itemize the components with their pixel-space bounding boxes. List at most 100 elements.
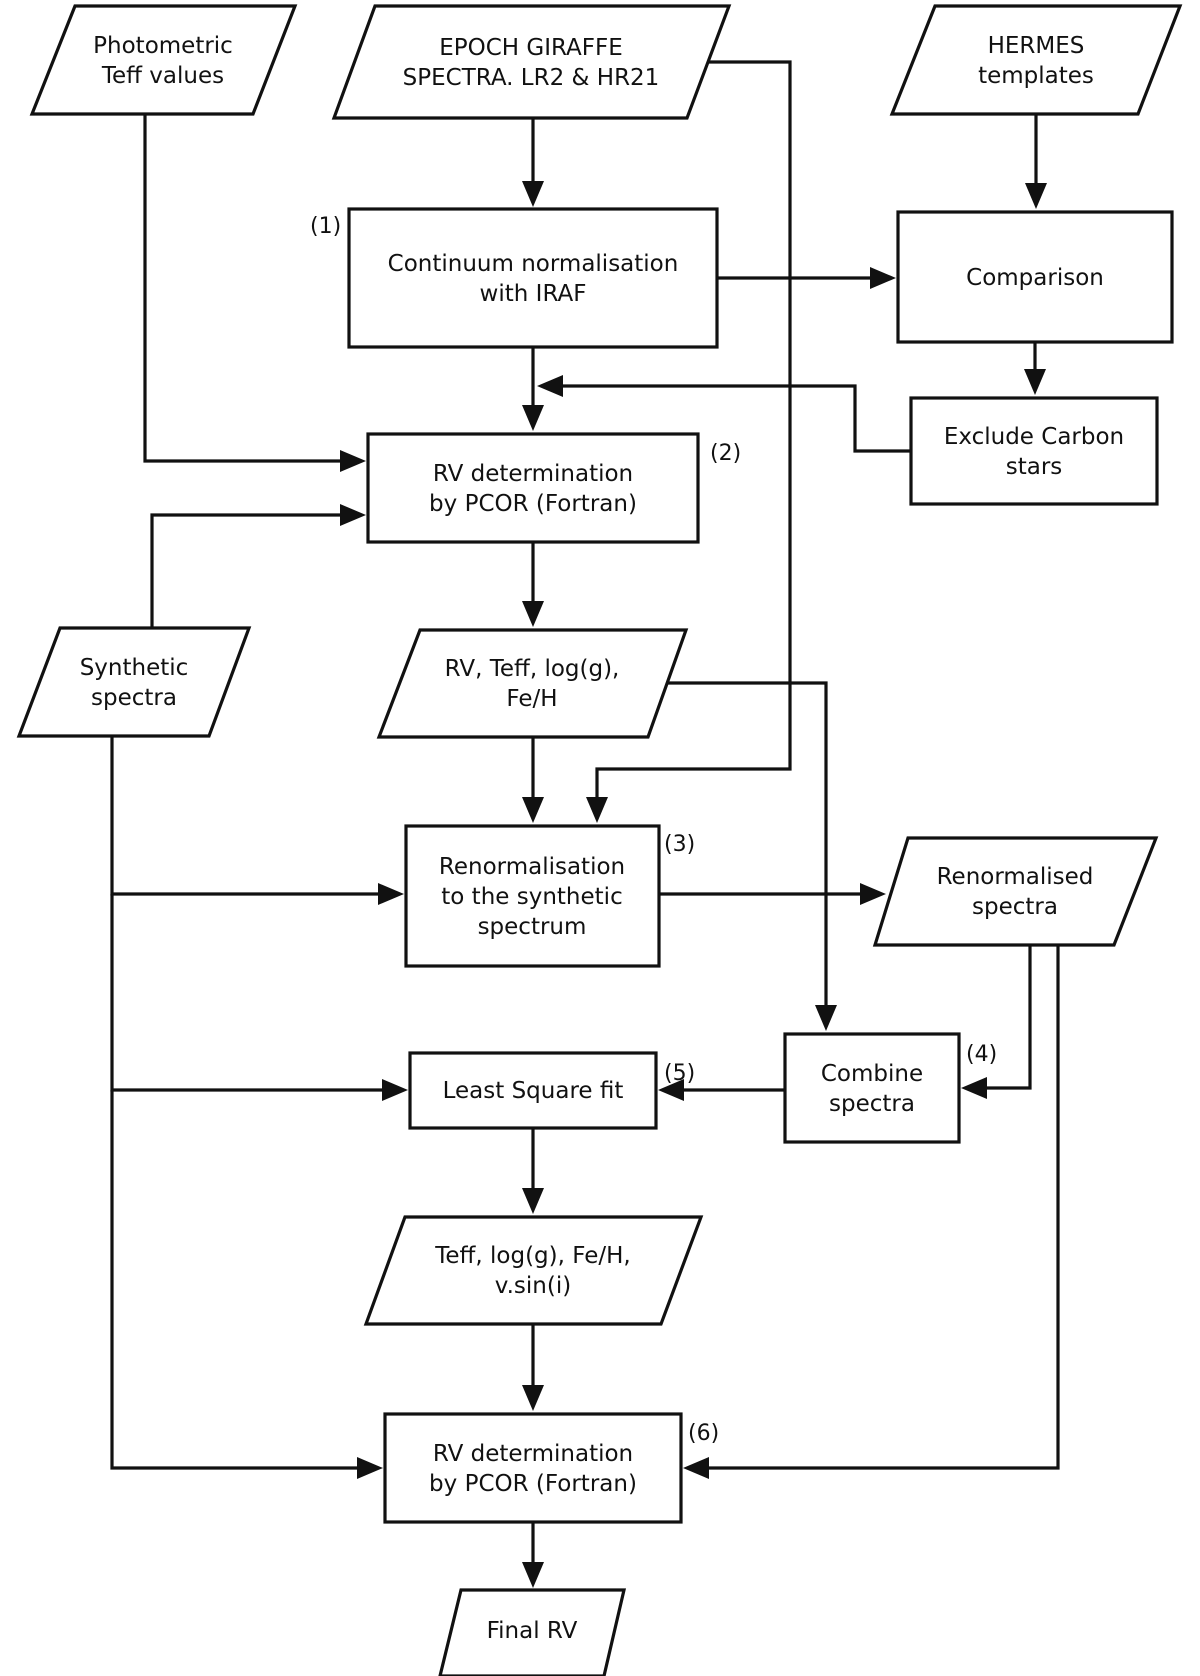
edge-line xyxy=(595,60,792,803)
edge-comparison-to-exclude xyxy=(1024,342,1046,395)
edge-params1-to-renorm xyxy=(522,737,544,823)
step-number: (2) xyxy=(710,441,741,466)
node-label-line: EPOCH GIRAFFE xyxy=(439,35,623,61)
node-label-line: Teff, log(g), Fe/H, xyxy=(434,1243,630,1269)
process-box xyxy=(783,1032,961,1144)
edge-line xyxy=(703,945,1060,1470)
io-parallelogram xyxy=(376,628,689,739)
edge-params2-to-rv2 xyxy=(522,1324,544,1411)
edge-synthetic-to-renorm xyxy=(110,736,404,905)
process-box xyxy=(408,1051,658,1130)
process-box xyxy=(909,396,1159,506)
edge-rv1-to-params1 xyxy=(522,542,544,627)
io-parallelogram xyxy=(16,626,252,738)
edge-renorm-to-renormspec xyxy=(659,883,886,905)
node-hermes: HERMES templates xyxy=(889,4,1183,116)
arrowhead xyxy=(340,504,366,526)
edge-line xyxy=(557,384,911,453)
arrowhead xyxy=(658,1079,684,1101)
io-parallelogram xyxy=(438,1588,627,1676)
arrowhead xyxy=(586,797,608,823)
arrowhead xyxy=(522,1562,544,1588)
arrowhead xyxy=(1025,183,1047,209)
node-label-line: Synthetic xyxy=(80,655,189,681)
node-synthetic: Synthetic spectra xyxy=(16,626,252,738)
node-comparison: Comparison xyxy=(896,210,1174,344)
node-label-line: spectra xyxy=(91,685,177,711)
step-number: (6) xyxy=(688,1421,719,1446)
io-parallelogram xyxy=(889,4,1183,116)
edge-line xyxy=(981,945,1032,1090)
edge-line xyxy=(668,681,828,1011)
edge-epoch-to-renorm xyxy=(586,60,792,823)
edge-synthetic-to-lsq xyxy=(110,894,408,1101)
arrowhead xyxy=(683,1457,709,1479)
edges xyxy=(110,60,1060,1588)
edge-combine-to-lsq xyxy=(658,1079,785,1101)
node-label-line: to the synthetic xyxy=(441,884,622,910)
io-parallelogram xyxy=(331,4,732,120)
edge-line xyxy=(110,736,384,896)
edge-line xyxy=(110,1090,363,1470)
node-final: Final RV xyxy=(438,1588,627,1676)
node-epoch: EPOCH GIRAFFE SPECTRA. LR2 & HR21 xyxy=(331,4,732,120)
arrowhead xyxy=(870,267,896,289)
arrowhead xyxy=(522,405,544,431)
edge-line xyxy=(110,894,388,1092)
node-label-line: RV, Teff, log(g), xyxy=(445,656,620,682)
process-box xyxy=(383,1412,683,1524)
node-label-line: Teff values xyxy=(101,63,224,89)
arrowhead xyxy=(522,797,544,823)
node-lsq: Least Square fit(5) xyxy=(408,1051,695,1130)
node-label-line: Renormalised xyxy=(937,864,1094,890)
node-label-line: Final RV xyxy=(487,1618,578,1644)
node-label-line: RV determination xyxy=(433,1441,633,1467)
step-number: (4) xyxy=(966,1042,997,1067)
node-label-line: Comparison xyxy=(966,265,1104,291)
node-label-line: spectra xyxy=(829,1091,915,1117)
node-label-line: Renormalisation xyxy=(439,854,625,880)
edge-params1-to-combine xyxy=(668,681,837,1031)
node-label-line: by PCOR (Fortran) xyxy=(429,491,637,517)
node-label-line: stars xyxy=(1006,454,1063,480)
step-number: (1) xyxy=(310,214,341,239)
node-label-line: SPECTRA. LR2 & HR21 xyxy=(403,65,660,91)
io-parallelogram xyxy=(363,1215,704,1326)
arrowhead xyxy=(522,1188,544,1214)
io-parallelogram xyxy=(29,4,298,116)
node-renormspec: Renormalised spectra xyxy=(872,836,1159,947)
node-label-line: HERMES xyxy=(988,33,1085,59)
edge-lsq-to-params2 xyxy=(522,1128,544,1214)
arrowhead xyxy=(382,1079,408,1101)
edge-exclude-to-rv1 xyxy=(537,375,911,453)
edge-continuum-to-rv1 xyxy=(522,347,544,431)
arrowhead xyxy=(522,601,544,627)
step-number: (5) xyxy=(664,1061,695,1086)
node-label-line: Continuum normalisation xyxy=(388,251,679,277)
node-label-line: spectra xyxy=(972,894,1058,920)
node-label-line: v.sin(i) xyxy=(495,1273,571,1299)
node-label-line: templates xyxy=(978,63,1094,89)
arrowhead xyxy=(860,883,886,905)
io-parallelogram xyxy=(872,836,1159,947)
node-exclude: Exclude Carbon stars xyxy=(909,396,1159,506)
arrowhead xyxy=(537,375,563,397)
step-number: (3) xyxy=(664,832,695,857)
edge-renormspec-to-rv2 xyxy=(683,945,1060,1479)
process-box xyxy=(347,207,719,349)
arrowhead xyxy=(357,1457,383,1479)
process-box xyxy=(404,824,661,968)
arrowhead xyxy=(961,1077,987,1099)
node-label-line: Exclude Carbon xyxy=(944,424,1124,450)
node-label-line: RV determination xyxy=(433,461,633,487)
arrowhead xyxy=(815,1005,837,1031)
process-box xyxy=(896,210,1174,344)
node-label-line: spectrum xyxy=(478,914,587,940)
edge-synthetic-to-rv1 xyxy=(150,504,366,628)
node-params1: RV, Teff, log(g),Fe/H xyxy=(376,628,689,739)
edge-epoch-to-continuum xyxy=(522,118,544,207)
